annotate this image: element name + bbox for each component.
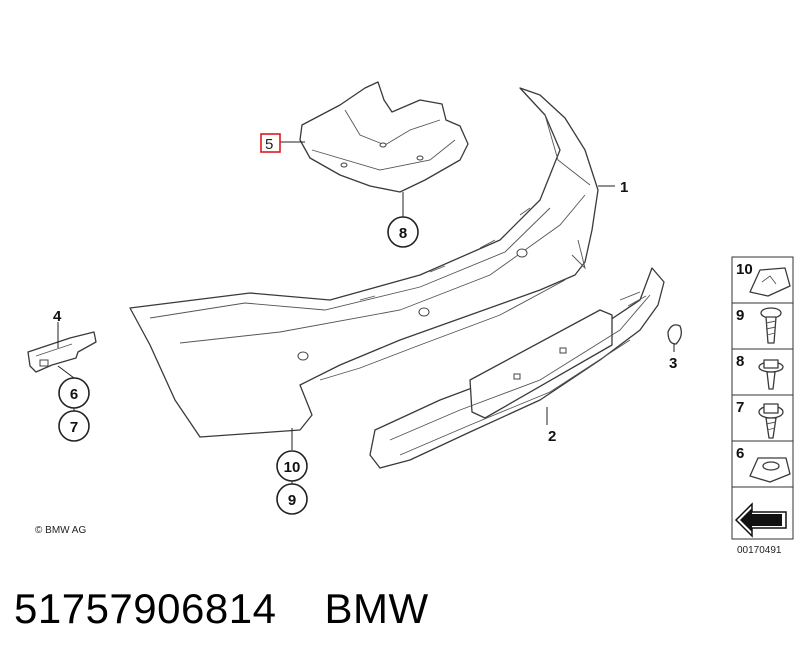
callout-4: 4 [53,308,62,325]
callout-8-circle [387,216,419,248]
callout-3: 3 [669,355,677,372]
callout-9-circle [276,483,308,515]
screw-icon [760,307,782,344]
panel-num-9: 9 [736,307,744,324]
callout-5-highlight [260,133,281,153]
leader-lines [57,141,675,484]
panel-num-6: 6 [736,445,744,462]
washer-screw-icon [758,359,784,390]
panel-num-10: 10 [736,261,753,278]
callout-9: 9 [288,492,296,509]
footer: 51757906814 BMW [14,585,429,633]
callout-10-circle [276,450,308,482]
copyright-notice: © BMW AG [35,525,87,536]
mud-guard-part [299,81,469,193]
collar-screw-icon [758,403,784,439]
fastener-panel: 10 9 8 7 6 [731,256,794,540]
callout-7: 7 [70,419,78,436]
bracket-part [27,331,97,373]
rear-bumper-panel [129,87,599,438]
panel-cell-7 [731,394,794,442]
callout-5: 5 [265,136,273,153]
callout-1: 1 [620,179,628,196]
panel-cell-8 [731,348,794,396]
panel-num-8: 8 [736,353,744,370]
callout-7-circle [58,410,90,442]
direction-arrow-icon [734,502,787,538]
spring-nut-icon [749,457,791,483]
callout-6-circle [58,377,90,409]
plug-part [667,324,682,345]
callout-6: 6 [70,386,78,403]
callout-2: 2 [548,428,556,445]
callout-10: 10 [284,459,301,476]
part-number: 51757906814 [14,585,277,632]
brand-name: BMW [324,585,429,632]
callout-8: 8 [399,225,407,242]
panel-num-7: 7 [736,399,744,416]
rear-diffuser [369,267,665,469]
clip-nut-icon [749,267,791,297]
diagram-ref-number: 00170491 [737,545,782,556]
